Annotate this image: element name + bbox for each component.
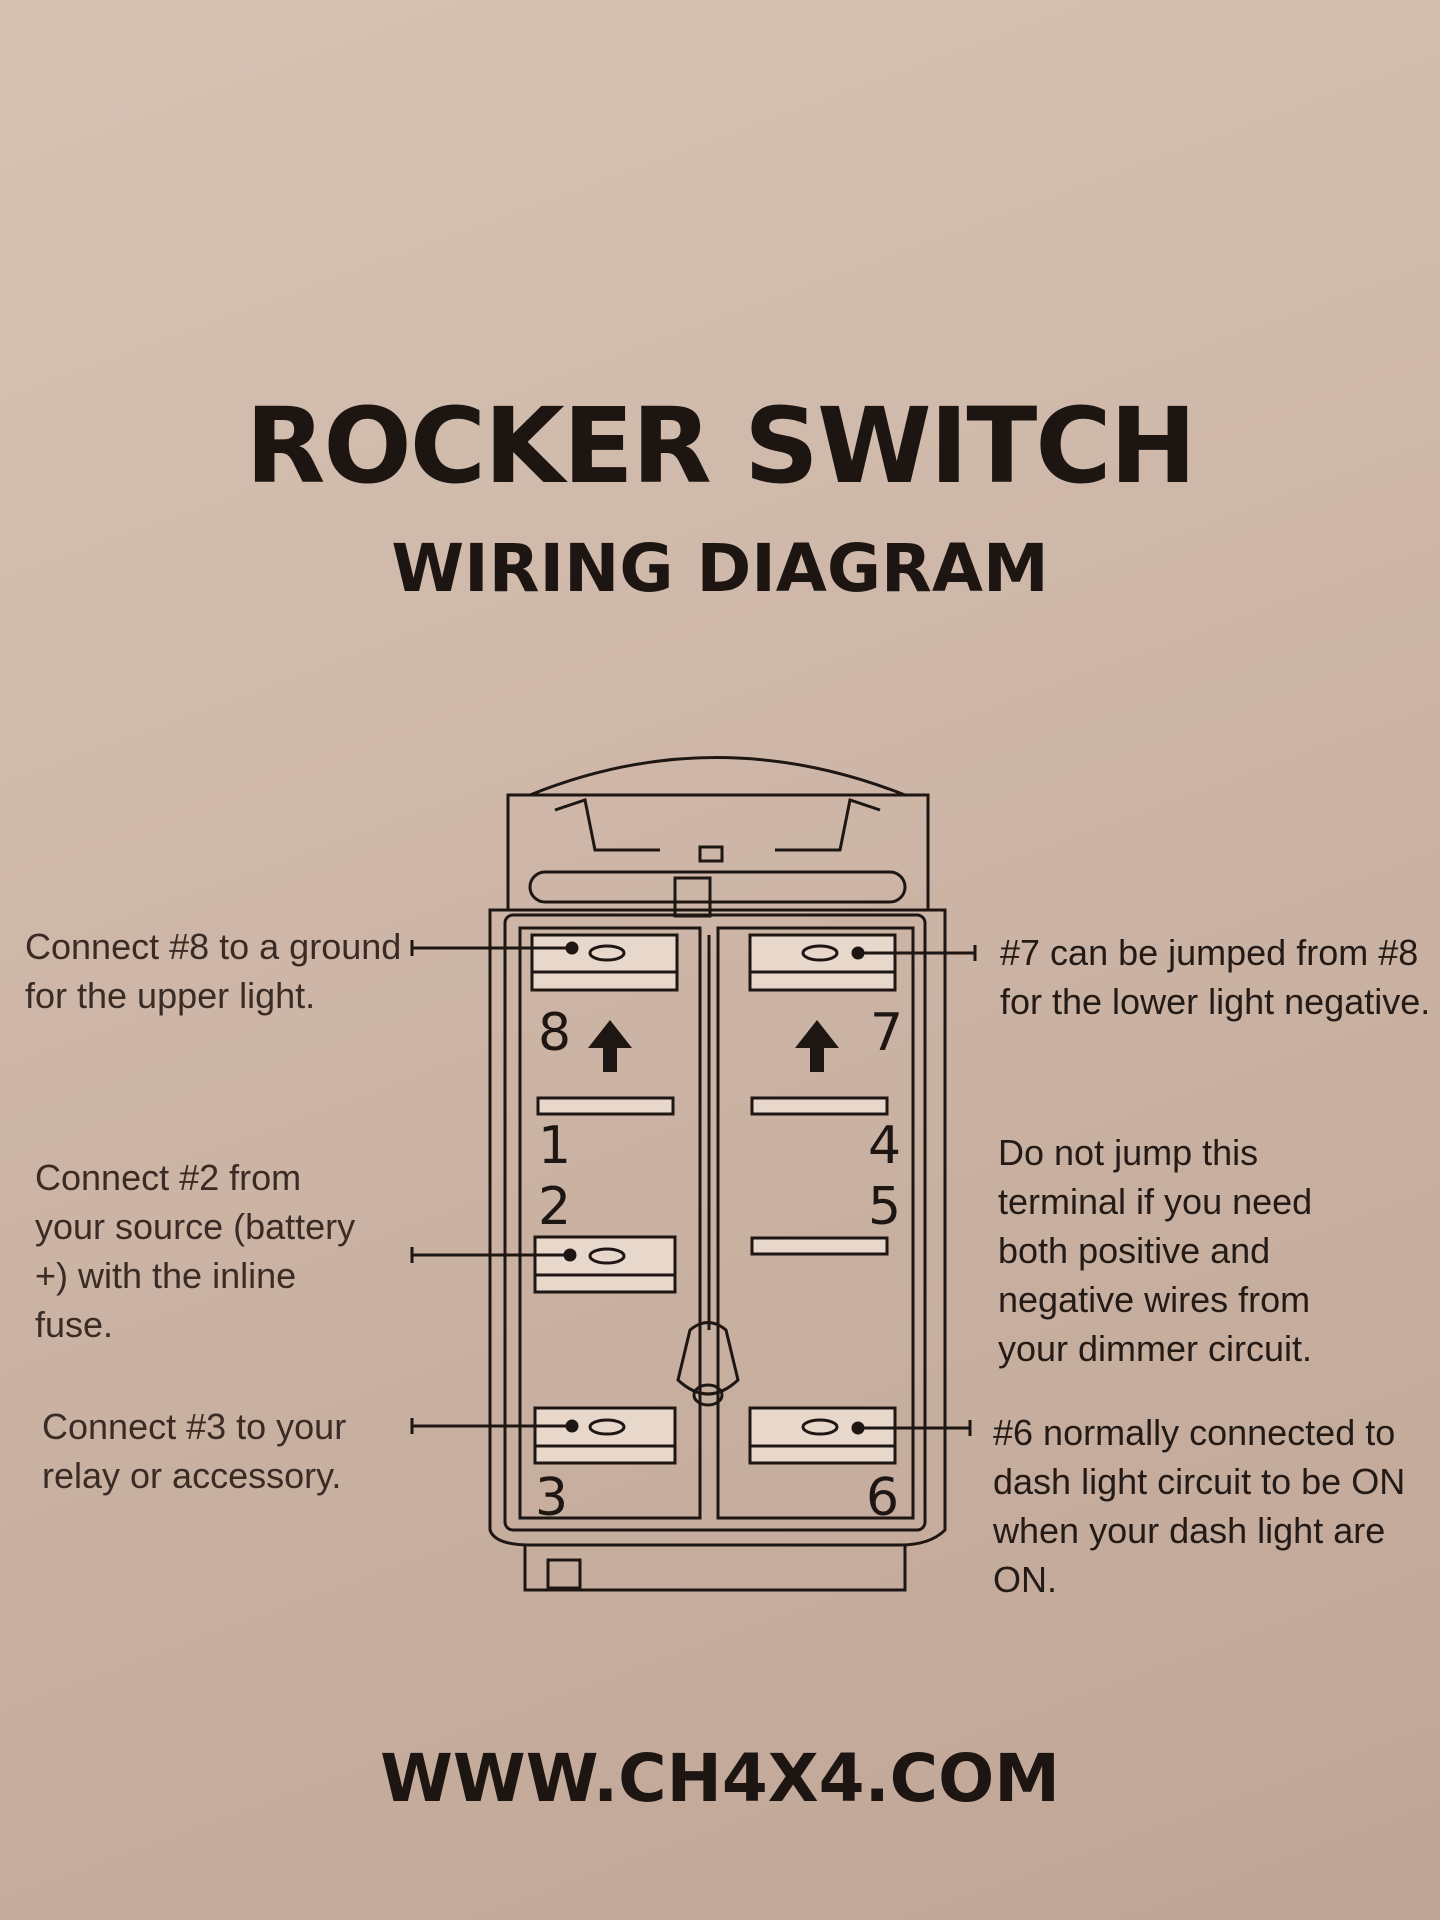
switch-body-inner bbox=[503, 913, 927, 1532]
switch-top-housing bbox=[506, 793, 930, 912]
base-tab bbox=[546, 1558, 582, 1590]
terminal-1-bar bbox=[536, 1096, 675, 1116]
bulb-icon bbox=[676, 1321, 740, 1396]
terminal-2 bbox=[533, 1235, 677, 1294]
note-pin-6: #6 normally connected to dash light circ… bbox=[993, 1412, 1406, 1600]
pin-label-2: 2 bbox=[538, 1177, 571, 1237]
diagram-title: ROCKER SWITCH bbox=[245, 385, 1196, 507]
pin-label-4: 4 bbox=[868, 1116, 901, 1176]
pin-label-8: 8 bbox=[538, 1003, 571, 1063]
terminal-4-bar bbox=[750, 1096, 889, 1116]
note-pin-2: Connect #2 from your source (battery +) … bbox=[35, 1157, 356, 1345]
note-pin-7: #7 can be jumped from #8 for the lower l… bbox=[1000, 932, 1431, 1022]
pin-label-6: 6 bbox=[866, 1468, 899, 1528]
terminal-6 bbox=[748, 1406, 897, 1465]
pin-label-3: 3 bbox=[535, 1468, 568, 1528]
website-url: WWW.CH4X4.COM bbox=[380, 1740, 1060, 1817]
note-pin-3: Connect #3 to your relay or accessory. bbox=[42, 1406, 347, 1496]
actuator-arms bbox=[554, 798, 881, 852]
terminal-5-bar bbox=[750, 1236, 889, 1256]
pin-label-5: 5 bbox=[868, 1177, 901, 1237]
pin-label-7: 7 bbox=[870, 1003, 903, 1063]
switch-base bbox=[523, 1545, 907, 1592]
terminal-8 bbox=[530, 933, 679, 992]
terminal-7 bbox=[748, 933, 897, 992]
right-channel bbox=[716, 926, 915, 1520]
bulb-base bbox=[692, 1383, 724, 1407]
note-pin-8: Connect #8 to a ground for the upper lig… bbox=[25, 926, 402, 1016]
pin-label-1: 1 bbox=[538, 1116, 571, 1176]
diagram-subtitle: WIRING DIAGRAM bbox=[391, 530, 1049, 607]
up-arrow-icon bbox=[588, 1020, 632, 1072]
left-channel bbox=[518, 926, 702, 1520]
note-pin-5: Do not jump this terminal if you need bo… bbox=[998, 1132, 1313, 1369]
terminal-3 bbox=[533, 1406, 677, 1465]
up-arrow-icon bbox=[795, 1020, 839, 1072]
switch-body-outline bbox=[488, 908, 947, 1547]
actuator-bar bbox=[528, 870, 907, 904]
switch-dome bbox=[529, 756, 906, 797]
actuator-tab bbox=[698, 845, 724, 863]
